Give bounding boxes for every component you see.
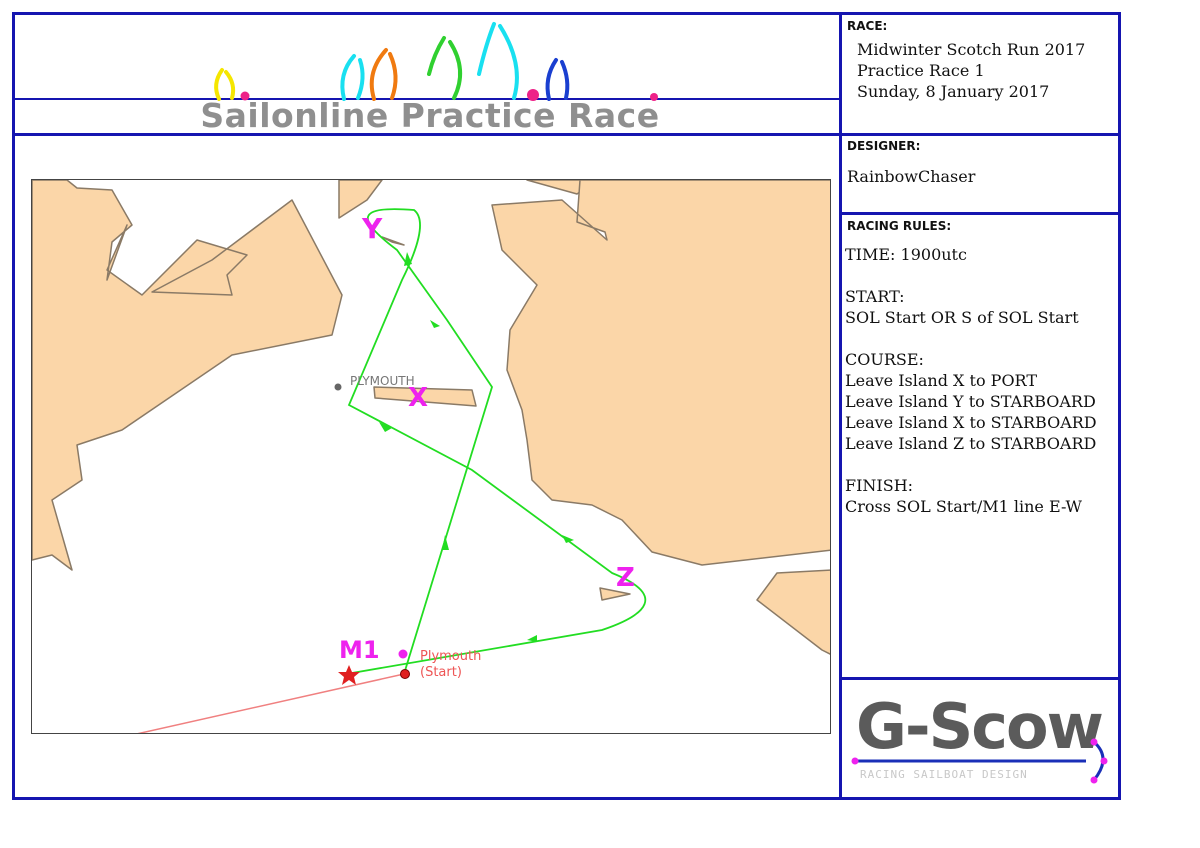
rules-course-item: Leave Island X to STARBOARD	[845, 413, 1097, 432]
banner-sails-graphic	[14, 22, 839, 101]
rules-finish-text: Cross SOL Start/M1 line E-W	[845, 497, 1082, 516]
rules-course-item: Leave Island Y to STARBOARD	[845, 392, 1096, 411]
course-arrows	[379, 252, 574, 642]
mark-m1-dot	[398, 649, 408, 659]
start-label-2: (Start)	[420, 665, 462, 680]
panel-divider	[839, 12, 842, 800]
banner-divider	[12, 133, 1121, 136]
banner-title: Sailonline Practice Race	[200, 96, 660, 135]
race-info: Midwinter Scotch Run 2017 Practice Race …	[857, 39, 1085, 102]
start-point	[400, 669, 410, 679]
designer-name: RainbowChaser	[847, 167, 976, 186]
race-name: Midwinter Scotch Run 2017	[857, 40, 1086, 59]
island-z-label: Z	[616, 563, 635, 593]
rules-start-text: SOL Start OR S of SOL Start	[845, 308, 1079, 327]
start-approach-line	[137, 673, 405, 733]
land-east	[491, 180, 830, 566]
course-map-svg: PLYMOUTH M1 Plymouth (Start) Y X Z	[32, 180, 830, 733]
race-subtitle: Practice Race 1	[857, 61, 985, 80]
island-y	[381, 236, 405, 246]
logo-title: G-Scow	[856, 690, 1104, 763]
start-star-icon	[338, 665, 360, 685]
land-north-cape	[338, 180, 383, 219]
designer-label: DESIGNER:	[847, 139, 921, 153]
mark-m1-label: M1	[339, 636, 380, 664]
rules-course-item: Leave Island Z to STARBOARD	[845, 434, 1097, 453]
logo-subtitle: RACING SAILBOAT DESIGN	[860, 768, 1028, 781]
rules-course-label: COURSE:	[845, 350, 924, 369]
designer-divider	[840, 212, 1121, 215]
logo-divider	[840, 677, 1121, 680]
race-label: RACE:	[847, 19, 888, 33]
island-x	[373, 386, 477, 407]
land-southeast	[756, 569, 830, 655]
rules-start-label: START:	[845, 287, 905, 306]
racing-rules: TIME: 1900utc START: SOL Start OR S of S…	[845, 244, 1097, 538]
island-z	[599, 587, 631, 601]
island-x-label: X	[408, 383, 428, 413]
rules-label: RACING RULES:	[847, 219, 952, 233]
start-label-1: Plymouth	[420, 649, 481, 664]
land-west	[32, 180, 343, 571]
rules-time: TIME: 1900utc	[845, 245, 967, 264]
city-label: PLYMOUTH	[350, 374, 415, 388]
rules-course-item: Leave Island X to PORT	[845, 371, 1037, 390]
race-date: Sunday, 8 January 2017	[857, 82, 1050, 101]
page-frame	[12, 12, 1121, 800]
course-track	[347, 208, 647, 675]
course-map: PLYMOUTH M1 Plymouth (Start) Y X Z	[31, 179, 831, 734]
island-y-label: Y	[361, 212, 383, 245]
rules-finish-label: FINISH:	[845, 476, 914, 495]
logo-underline-graphic	[851, 738, 1108, 784]
